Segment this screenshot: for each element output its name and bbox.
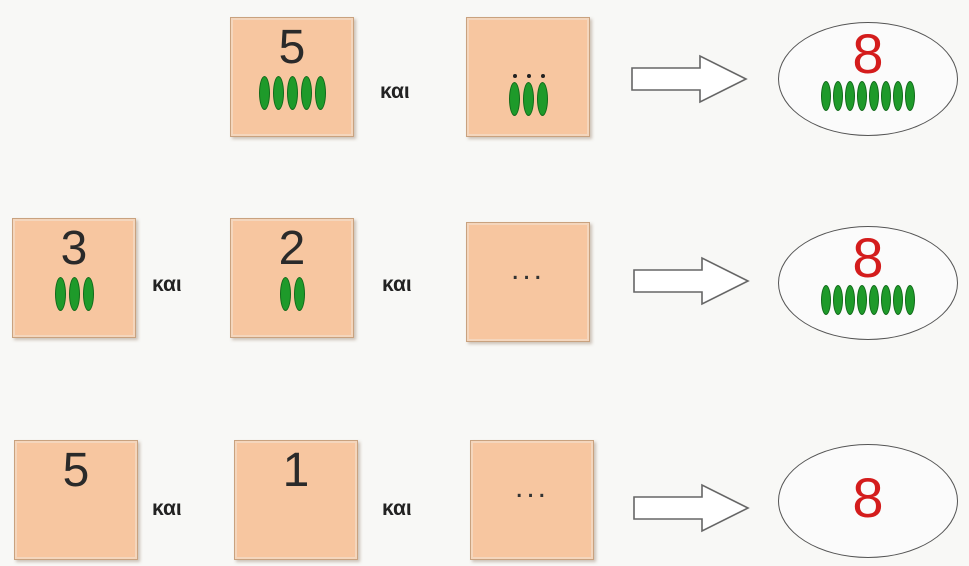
connector-kai: και	[152, 273, 182, 296]
row2-card-1: 3	[12, 218, 136, 338]
result-number: 8	[852, 226, 884, 289]
row2-card-2: 2	[230, 218, 354, 338]
row1-card-2	[466, 17, 590, 137]
connector-kai: και	[382, 273, 412, 296]
green-bean-icon	[857, 285, 867, 315]
green-bean-icon	[272, 76, 284, 110]
bean-group	[508, 74, 548, 116]
connector-kai: και	[152, 497, 182, 520]
green-bean-icon	[833, 81, 843, 111]
right-outline-arrow-icon	[633, 256, 750, 306]
green-bean-icon	[893, 285, 903, 315]
row1-card-1: 5	[230, 17, 354, 137]
green-bean-icon	[833, 285, 843, 315]
green-bean-icon	[82, 277, 94, 311]
row3-result-oval: 8	[778, 444, 958, 558]
row3-card-2: 1	[234, 440, 358, 560]
green-bean-icon	[845, 81, 855, 111]
card-number: 2	[278, 222, 306, 275]
row1-result-oval: 8	[778, 22, 958, 136]
green-bean-icon	[314, 76, 326, 110]
green-bean-icon	[286, 76, 298, 110]
green-bean-icon	[845, 285, 855, 315]
right-outline-arrow-icon	[633, 483, 750, 533]
green-bean-icon	[293, 277, 305, 311]
green-bean-icon	[881, 285, 891, 315]
green-bean-icon	[869, 81, 879, 111]
card-number: 5	[62, 444, 90, 497]
bean-group	[54, 277, 94, 311]
green-bean-icon	[536, 74, 548, 116]
green-bean-icon	[821, 285, 831, 315]
bean-group	[279, 277, 305, 311]
green-bean-icon	[279, 277, 291, 311]
placeholder-dots: ...	[510, 253, 545, 286]
green-bean-icon	[821, 81, 831, 111]
green-bean-icon	[300, 76, 312, 110]
bean-group	[821, 285, 915, 315]
card-number: 1	[282, 444, 310, 497]
green-bean-icon	[905, 81, 915, 111]
row3-card-1: 5	[14, 440, 138, 560]
green-bean-icon	[258, 76, 270, 110]
card-number: 3	[60, 222, 88, 275]
bean-group	[821, 81, 915, 111]
green-bean-icon	[54, 277, 66, 311]
row2-result-oval: 8	[778, 226, 958, 340]
result-number: 8	[852, 22, 884, 85]
connector-kai: και	[380, 80, 410, 103]
row2-card-3: ...	[466, 222, 590, 342]
green-bean-icon	[508, 74, 520, 116]
green-bean-icon	[881, 81, 891, 111]
card-number: 5	[278, 21, 306, 74]
green-bean-icon	[893, 81, 903, 111]
result-number: 8	[852, 466, 884, 529]
green-bean-icon	[869, 285, 879, 315]
row3-card-3: ...	[470, 440, 594, 560]
placeholder-dots: ...	[514, 471, 549, 504]
bean-group	[258, 76, 326, 110]
green-bean-icon	[522, 74, 534, 116]
right-outline-arrow-icon	[631, 54, 748, 104]
green-bean-icon	[857, 81, 867, 111]
connector-kai: και	[382, 497, 412, 520]
green-bean-icon	[905, 285, 915, 315]
green-bean-icon	[68, 277, 80, 311]
